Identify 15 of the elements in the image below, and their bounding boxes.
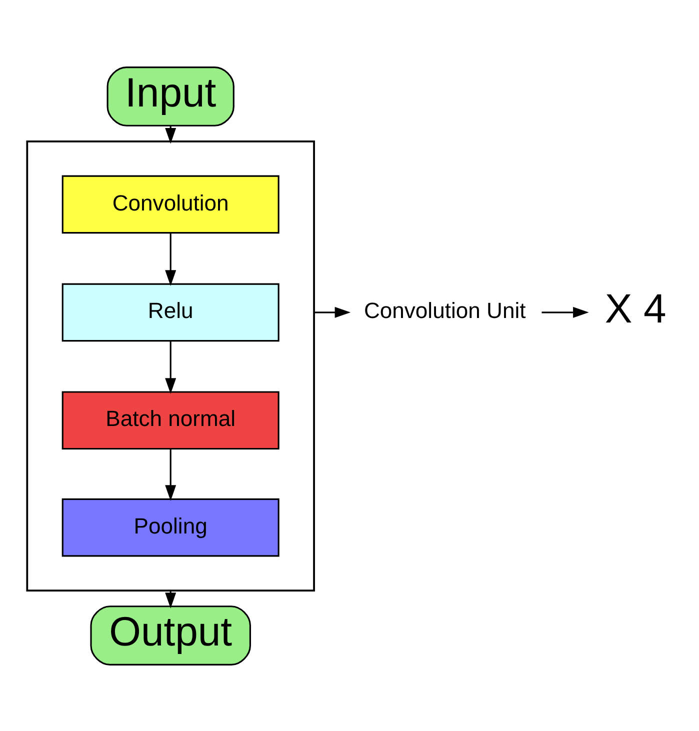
arrow	[542, 306, 589, 318]
node-text: Convolution Unit	[364, 298, 526, 323]
node-box: Output	[90, 605, 251, 665]
node-box: Pooling	[62, 498, 280, 556]
arrow	[314, 306, 351, 318]
arrow	[165, 592, 176, 608]
arrow	[165, 232, 176, 286]
arrow	[165, 340, 176, 394]
node-box: Input	[106, 66, 234, 126]
node-text: X 4	[604, 284, 666, 331]
arrow	[165, 448, 176, 500]
node-box: Convolution	[62, 174, 280, 234]
node-box: Relu	[62, 282, 280, 342]
cluster	[26, 140, 315, 592]
node-box: Batch normal	[62, 390, 280, 450]
